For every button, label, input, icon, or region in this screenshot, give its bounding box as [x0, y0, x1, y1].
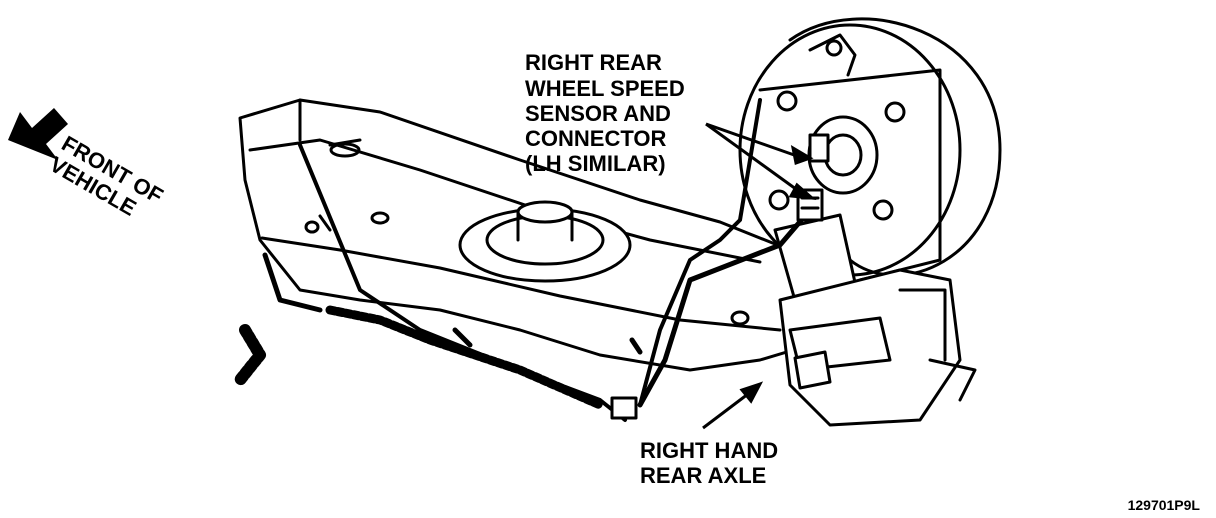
sensor-label-line-3: SENSOR AND — [525, 101, 671, 126]
sensor-label-line-5: (LH SIMILAR) — [525, 151, 666, 176]
axle-callout-label: RIGHT HAND REAR AXLE — [640, 438, 778, 488]
sensor-label-line-4: CONNECTOR — [525, 126, 666, 151]
axle-leader-arrow — [702, 381, 764, 430]
axle-label-line-1: RIGHT HAND — [640, 438, 778, 463]
harness-clip — [610, 396, 638, 420]
axle-label-line-2: REAR AXLE — [640, 463, 766, 488]
wheel-speed-sensor — [808, 133, 830, 163]
sensor-leader-arrows — [705, 122, 817, 200]
spring-seat — [458, 200, 632, 283]
sensor-callout-label: RIGHT REAR WHEEL SPEED SENSOR AND CONNEC… — [525, 50, 685, 176]
figure-id: 129701P9L — [1128, 497, 1201, 513]
front-of-vehicle-label: FRONT OF VEHICLE — [46, 131, 168, 221]
sensor-label-line-2: WHEEL SPEED — [525, 76, 685, 101]
sensor-wiring-harness — [234, 207, 813, 410]
sensor-label-line-1: RIGHT REAR — [525, 50, 662, 75]
front-arrow-icon — [8, 108, 68, 160]
trailing-arm-bracket — [778, 268, 977, 427]
